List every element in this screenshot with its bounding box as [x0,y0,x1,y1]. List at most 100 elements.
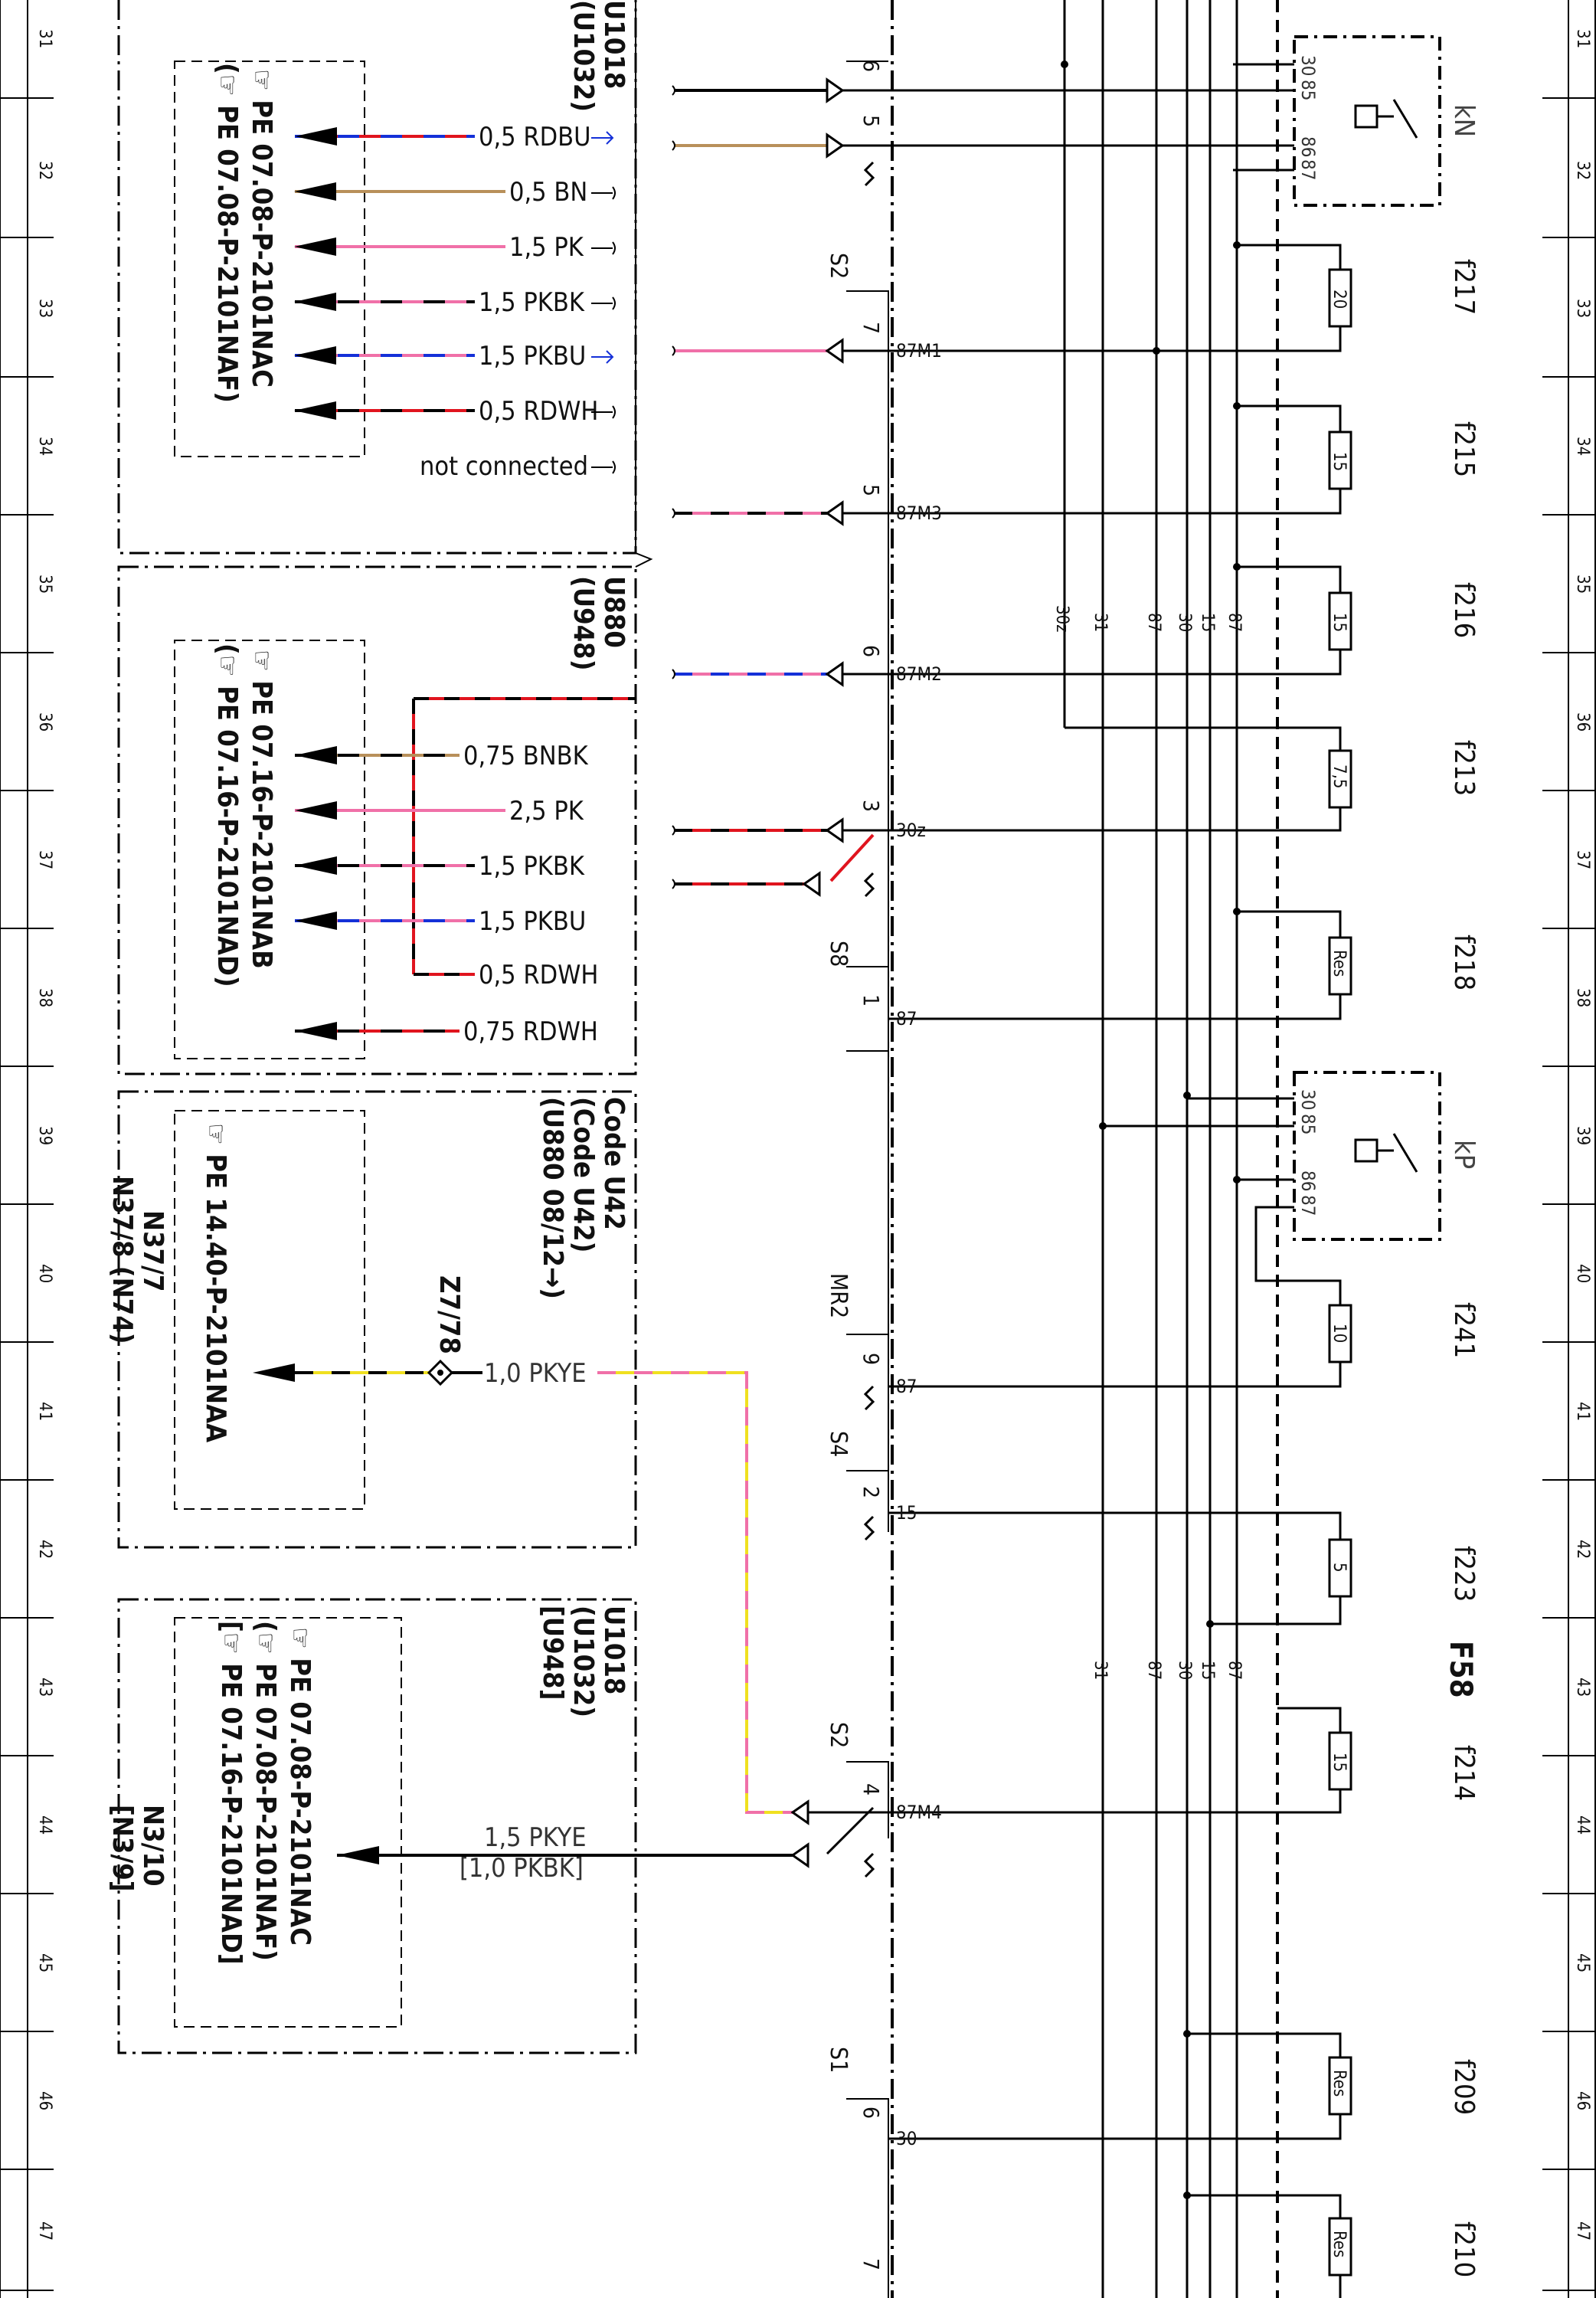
pin-number: 5 [859,115,884,127]
module1-stubs [591,131,616,474]
grid-number: 41 [1573,1402,1592,1421]
pe-reference: ☞ PE 14.40-P-2101NAA [200,1123,231,1442]
arrowhead [295,127,337,146]
pin-number: 3 [859,800,884,812]
module1-labels: 0,5 RDBU 0,5 BN 1,5 PK 1,5 PKBK 1,5 PKBU… [420,122,598,482]
pin-number: 7 [859,322,884,334]
module-code: (U1032) [567,0,599,112]
bus-label: 30 [1175,613,1194,632]
module-code: [U948] [537,1606,568,1701]
grid-number: 32 [1573,161,1592,180]
grid-number: 45 [1573,1953,1592,1972]
fuse-value: Res [1329,950,1349,977]
ref-box [174,61,365,457]
wire-label: [1,0 PKBK] [460,1853,584,1884]
fuse-value: 15 [1329,1753,1349,1772]
pe-reference: (☞ PE 07.16-P-2101NAD) [211,643,243,987]
module-code: U1018 [598,0,630,89]
arrowhead [295,912,337,930]
terminal-label: 15 [896,1502,917,1524]
grid-number: 42 [1573,1540,1592,1559]
relay-pin: 86 [1297,136,1319,157]
grid-number: 34 [35,437,54,456]
connector-wires [674,89,875,885]
wire-label: 1,5 PKBU [479,906,586,937]
connector-labels: S2 S8 MR2 S4 S2 S1 [825,253,852,2073]
pin-number: 6 [859,645,884,657]
ref-box [174,1110,365,1510]
bus-label: 87 [1144,1661,1163,1680]
grid-number: 36 [35,712,54,732]
fuse-name: f215 [1448,421,1480,477]
module-code: Code U42 [598,1097,630,1230]
wire-label: 1,0 PKYE [484,1358,587,1389]
module-code: (U1032) [567,1606,599,1717]
terminal-label: 87M1 [896,340,942,362]
grid-number: 42 [35,1540,54,1559]
module-box-u1018-b [117,1598,637,2054]
bottom-ref: N3/10 [137,1805,168,1887]
terminal-labels: 87M1 87M3 87M2 30z 87 87 15 87M4 30 [896,340,942,2149]
pe-references: ☞ PE 07.08-P-2101NAC (☞ PE 07.08-P-2101N… [106,63,465,1965]
grid-number: 43 [1573,1678,1592,1697]
pin-number: 1 [859,994,884,1007]
grid-number: 47 [1573,2221,1592,2241]
module-code: (Code U42) [567,1097,599,1252]
arrowhead [294,293,336,311]
wire-label: 2,5 PK [509,796,584,827]
grid-number: 35 [35,574,54,594]
terminal-label: 87M4 [896,1802,942,1823]
grid-number: 33 [35,299,54,318]
module-code: U1018 [598,1606,630,1694]
terminal-wires [888,89,1277,2140]
grid-number: 35 [1573,574,1592,594]
arrowhead [253,1363,295,1382]
grid-ticks [0,97,1596,2291]
splice-label: Z7/78 [433,1275,465,1354]
pin-number-labels: 6 5 7 5 6 3 1 9 2 4 6 7 [859,60,884,2270]
brace [635,0,653,568]
pin-number: 6 [859,2106,884,2119]
module-codes: U1018 (U1032) U880 (U948) Code U42 (Code… [537,0,630,1717]
connector-label: S1 [825,2047,852,2073]
wire-label: 0,5 BN [509,177,587,208]
relay-pin: 87 [1297,159,1319,180]
grid-number: 31 [1573,29,1592,48]
pin-lines [808,89,888,1878]
bottom-ref: [N3/9] [106,1805,138,1892]
pe-reference: (☞ PE 07.08-P-2101NAF) [250,1621,281,1961]
grid-number: 41 [35,1402,54,1421]
fuse-value: Res [1329,2070,1349,2097]
fuse-name: f217 [1448,259,1480,315]
wire-label: 0,75 RDWH [463,1016,598,1047]
pin-number: 5 [859,484,884,496]
grid-number: 44 [35,1815,54,1835]
terminal-label: 87 [896,1008,917,1030]
wire-label: 1,5 PK [509,232,584,263]
ref-box [174,1617,402,2028]
connector-label: S2 [825,253,852,279]
fuse-name: f216 [1448,582,1480,638]
connector-label: S4 [825,1431,852,1457]
grid-number: 37 [35,850,54,869]
relay-kp: 30 85 86 87 kP [1103,1071,1480,1282]
fuse-value: 7,5 [1329,764,1349,788]
pin-number: 2 [859,1486,884,1498]
edge-ticks [1277,63,1294,2197]
grid-number: 37 [1573,850,1592,869]
fuse-name: f209 [1448,2059,1480,2115]
bus-label: 30z [1052,605,1071,633]
wire-label: 1,5 PKBU [479,341,586,372]
fuse-name: f241 [1448,1302,1480,1358]
grid-number: 36 [1573,712,1592,732]
pin-number: 7 [859,2258,884,2270]
relay-name: kP [1448,1140,1480,1169]
relay-pin: 86 [1297,1170,1319,1191]
terminal-label: 87M2 [896,663,942,685]
bus-labels: 30z 31 87 30 15 87 31 87 30 15 87 [1052,605,1244,1680]
pe-reference: [☞ PE 07.16-P-2101NAD] [215,1621,247,1965]
pe-reference: ☞ PE 07.08-P-2101NAC [246,69,277,388]
module-boxes [117,0,653,2054]
relay-pin: 85 [1297,1114,1319,1134]
